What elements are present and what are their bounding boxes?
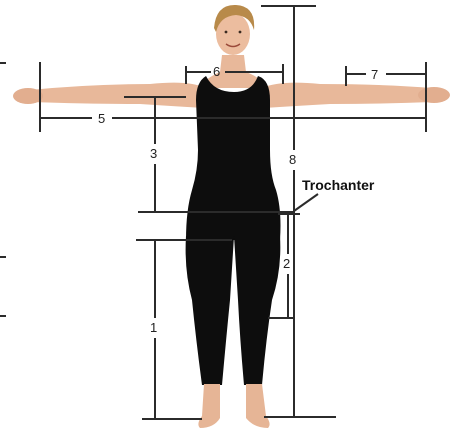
left-arm bbox=[30, 83, 205, 108]
left-hand bbox=[13, 88, 43, 104]
figure bbox=[13, 5, 450, 428]
right-hand bbox=[418, 87, 450, 103]
right-eye bbox=[239, 31, 242, 34]
left-leg bbox=[186, 236, 234, 385]
label-6: 6 bbox=[213, 64, 220, 79]
right-foot bbox=[246, 384, 270, 428]
trochanter-pointer bbox=[294, 194, 318, 211]
label-trochanter: Trochanter bbox=[302, 177, 375, 193]
label-8: 8 bbox=[289, 152, 296, 167]
torso-suit bbox=[186, 76, 281, 240]
label-2: 2 bbox=[283, 256, 290, 271]
left-foot bbox=[198, 384, 220, 428]
label-1: 1 bbox=[150, 320, 157, 335]
right-leg bbox=[234, 236, 280, 385]
right-arm bbox=[262, 83, 432, 108]
label-7: 7 bbox=[371, 67, 378, 82]
left-eye bbox=[225, 31, 228, 34]
label-5: 5 bbox=[98, 111, 105, 126]
label-3: 3 bbox=[150, 146, 157, 161]
